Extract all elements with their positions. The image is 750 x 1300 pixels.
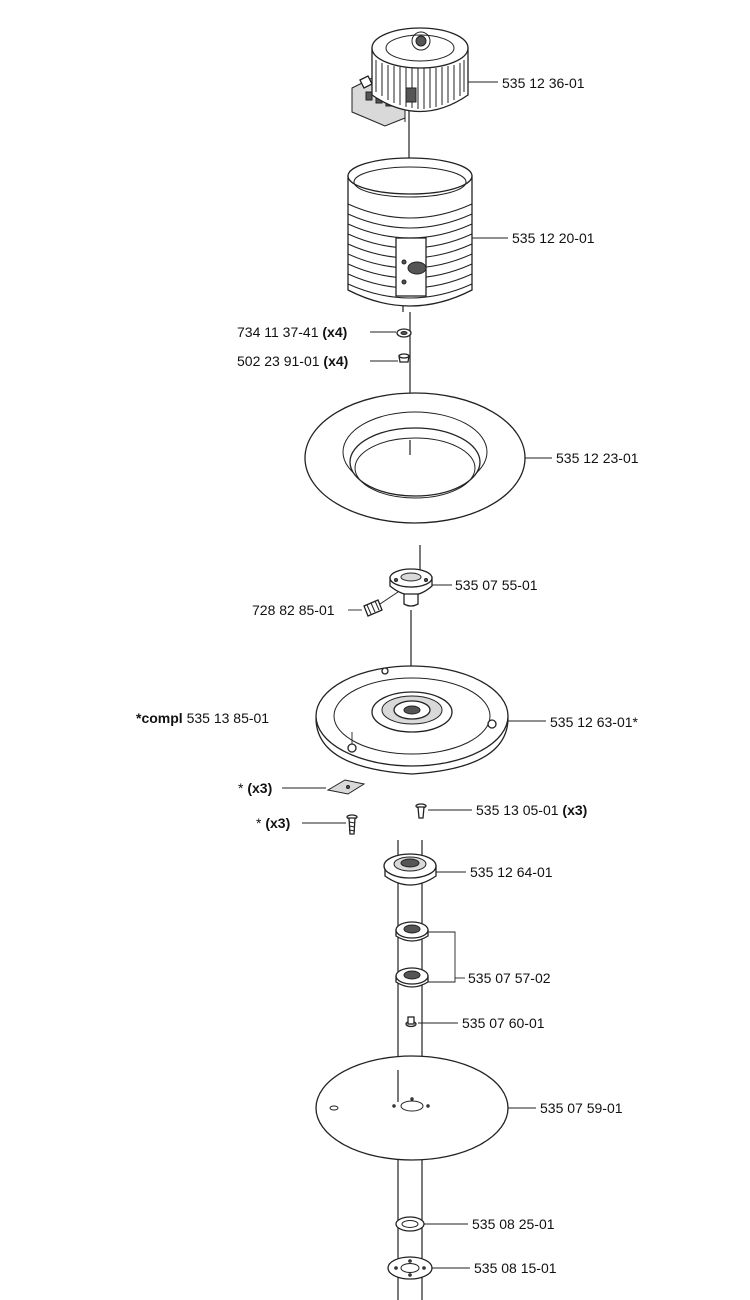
svg-text:535 07 60-01: 535 07 60-01: [462, 1015, 545, 1031]
blade-screw-label: * (x3): [256, 815, 346, 831]
svg-text:535 07 55-01: 535 07 55-01: [455, 577, 538, 593]
svg-text:* (x3): * (x3): [238, 780, 272, 796]
svg-text:* (x3): * (x3): [256, 815, 290, 831]
bearing-housing-drawing: [383, 853, 437, 886]
bottom-plate-drawing: [387, 1256, 433, 1280]
motor-housing-label: 535 12 20-01: [472, 230, 595, 246]
outer-ring-label: 535 12 23-01: [525, 450, 639, 466]
blade-screw-drawing: [346, 814, 358, 835]
hub-label: 535 07 55-01: [432, 577, 538, 593]
svg-text:535 13 05-01 (x3): 535 13 05-01 (x3): [476, 802, 587, 818]
svg-text:535 12 36-01: 535 12 36-01: [502, 75, 585, 91]
spacer-washer-drawing: [395, 1216, 425, 1232]
svg-text:535 07 59-01: 535 07 59-01: [540, 1100, 623, 1116]
svg-text:734 11 37-41 (x4): 734 11 37-41 (x4): [237, 324, 347, 340]
svg-text:535 12 20-01: 535 12 20-01: [512, 230, 595, 246]
svg-text:502 23 91-01 (x4): 502 23 91-01 (x4): [237, 353, 348, 369]
svg-text:535 12 23-01: 535 12 23-01: [556, 450, 639, 466]
pin-label: 535 07 60-01: [418, 1015, 545, 1031]
bottom-plate-label: 535 08 15-01: [432, 1260, 557, 1276]
blade-disc-drawing: [315, 665, 509, 775]
blade-disc-complete-label: *compl 535 13 85-01: [136, 710, 353, 744]
set-screw-label: 728 82 85-01: [252, 602, 362, 618]
blade-label: * (x3): [238, 780, 326, 796]
outer-ring-drawing: [304, 392, 526, 524]
housing-screw-label: 502 23 91-01 (x4): [237, 353, 398, 369]
svg-text:535 08 15-01: 535 08 15-01: [474, 1260, 557, 1276]
blade-disc-label: 535 12 63-01*: [508, 714, 639, 730]
svg-text:535 07 57-02: 535 07 57-02: [468, 970, 551, 986]
svg-text:535 12 63-01*: 535 12 63-01*: [550, 714, 639, 730]
ball-bearing-lower-drawing: [395, 967, 429, 988]
housing-screw-drawing: [398, 353, 410, 363]
skid-plate-drawing: [315, 1055, 509, 1161]
svg-text:728 82 85-01: 728 82 85-01: [252, 602, 335, 618]
bearing-housing-label: 535 12 64-01: [436, 864, 553, 880]
svg-text:535 08 25-01: 535 08 25-01: [472, 1216, 555, 1232]
hub-drawing: [389, 568, 433, 607]
motor-drawing: [351, 27, 469, 127]
disc-screw-drawing: [415, 803, 427, 819]
ball-bearing-upper-drawing: [395, 921, 429, 942]
svg-text:*compl 535 13 85-01: *compl 535 13 85-01: [136, 710, 269, 726]
spacer-washer-label: 535 08 25-01: [424, 1216, 555, 1232]
washer-drawing: [396, 328, 412, 338]
svg-text:535 12 64-01: 535 12 64-01: [470, 864, 553, 880]
skid-plate-label: 535 07 59-01: [508, 1100, 623, 1116]
ball-bearing-label: 535 07 57-02: [428, 931, 551, 986]
motor-housing-drawing: [347, 157, 473, 307]
motor-label: 535 12 36-01: [468, 75, 585, 91]
blade-drawing: [326, 779, 366, 795]
disc-screw-label: 535 13 05-01 (x3): [428, 802, 587, 818]
set-screw-drawing: [363, 591, 399, 617]
pin-drawing: [405, 1016, 417, 1028]
washer-label: 734 11 37-41 (x4): [237, 324, 396, 340]
